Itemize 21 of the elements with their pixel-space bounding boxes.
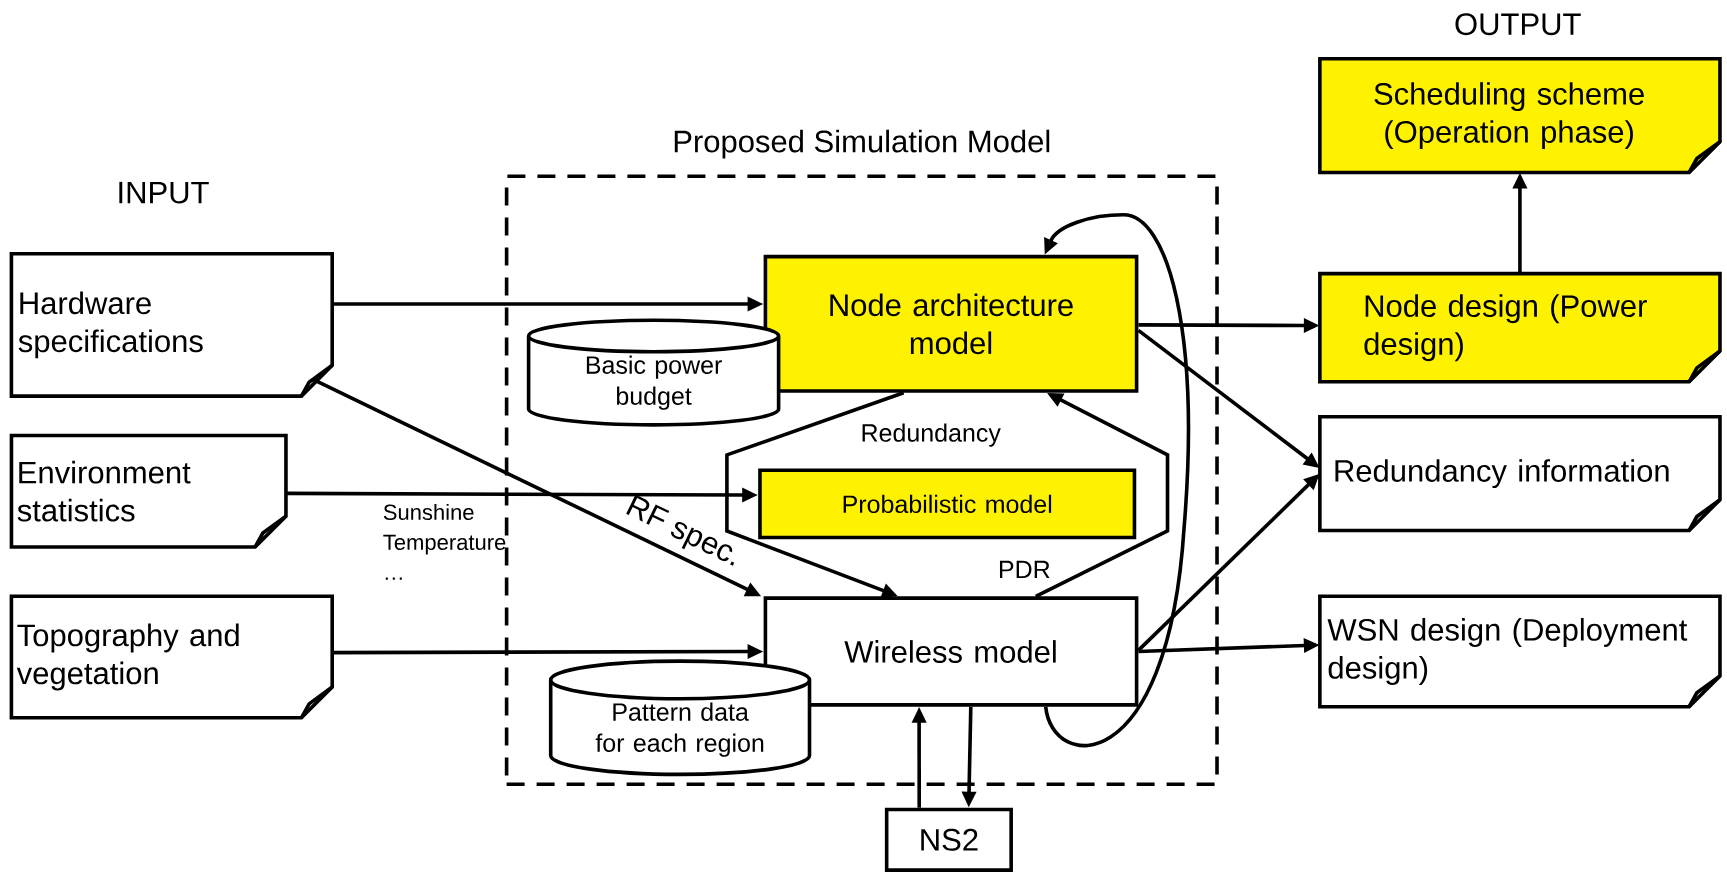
database-cylinder: Pattern data for each region — [548, 659, 812, 777]
database-cylinder: Basic power budget — [526, 318, 781, 427]
arrow — [1043, 213, 1191, 747]
process-box: Node architecture model — [763, 254, 1139, 393]
process-box: NS2 — [884, 807, 1013, 872]
document-box: WSN design (Deployment design) — [1318, 594, 1722, 709]
process-box: Probabilistic model — [758, 468, 1137, 540]
document-box: Environment statistics — [9, 433, 288, 549]
process-box: Wireless model — [763, 596, 1139, 707]
document-box: Topography and vegetation — [9, 594, 334, 720]
edge-label: RF spec. — [626, 494, 735, 566]
edge-label: Redundancy — [862, 423, 1001, 447]
document-box: Redundancy information — [1318, 414, 1722, 533]
document-box: Node design (Power design) — [1318, 271, 1722, 384]
arrow — [725, 391, 905, 598]
frame-title: Proposed Simulation Model — [674, 129, 1050, 159]
document-box: Hardware specifications — [9, 251, 334, 398]
document-box: Scheduling scheme (Operation phase) — [1318, 56, 1722, 175]
section-heading: INPUT — [119, 181, 209, 204]
edge-label: PDR — [999, 560, 1050, 578]
edge-label: Sunshine Temperature … — [383, 503, 506, 580]
